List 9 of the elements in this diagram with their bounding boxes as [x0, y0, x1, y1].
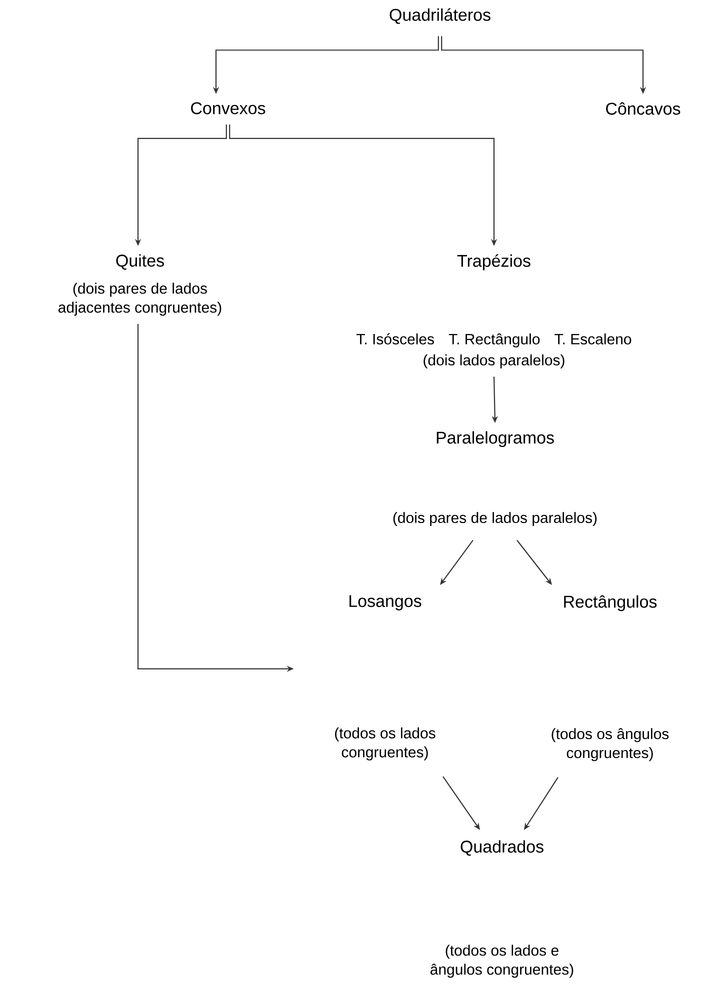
category-label: Paralelogramos (dois pares de lados paralelos): [393, 431, 597, 526]
category-label: Losangos (todos os lados congruentes): [335, 595, 436, 760]
category-label: Rectângulos (todos os ângulos congruentes): [552, 595, 669, 762]
category-label: Convexos: [191, 102, 266, 114]
category-label: Quadriláteros: [390, 8, 490, 24]
category-label: Quites (dois pares de lados adjacentes congruentes): [58, 254, 222, 316]
category-label: Trapézios T. Isósceles T. Rectângulo T. Escaleno (dois lados paralelos): [356, 254, 632, 368]
category-label: Quadrados (todos os lados e ângulos congruentes): [430, 840, 574, 978]
category-label: Côncavos: [606, 102, 680, 115]
